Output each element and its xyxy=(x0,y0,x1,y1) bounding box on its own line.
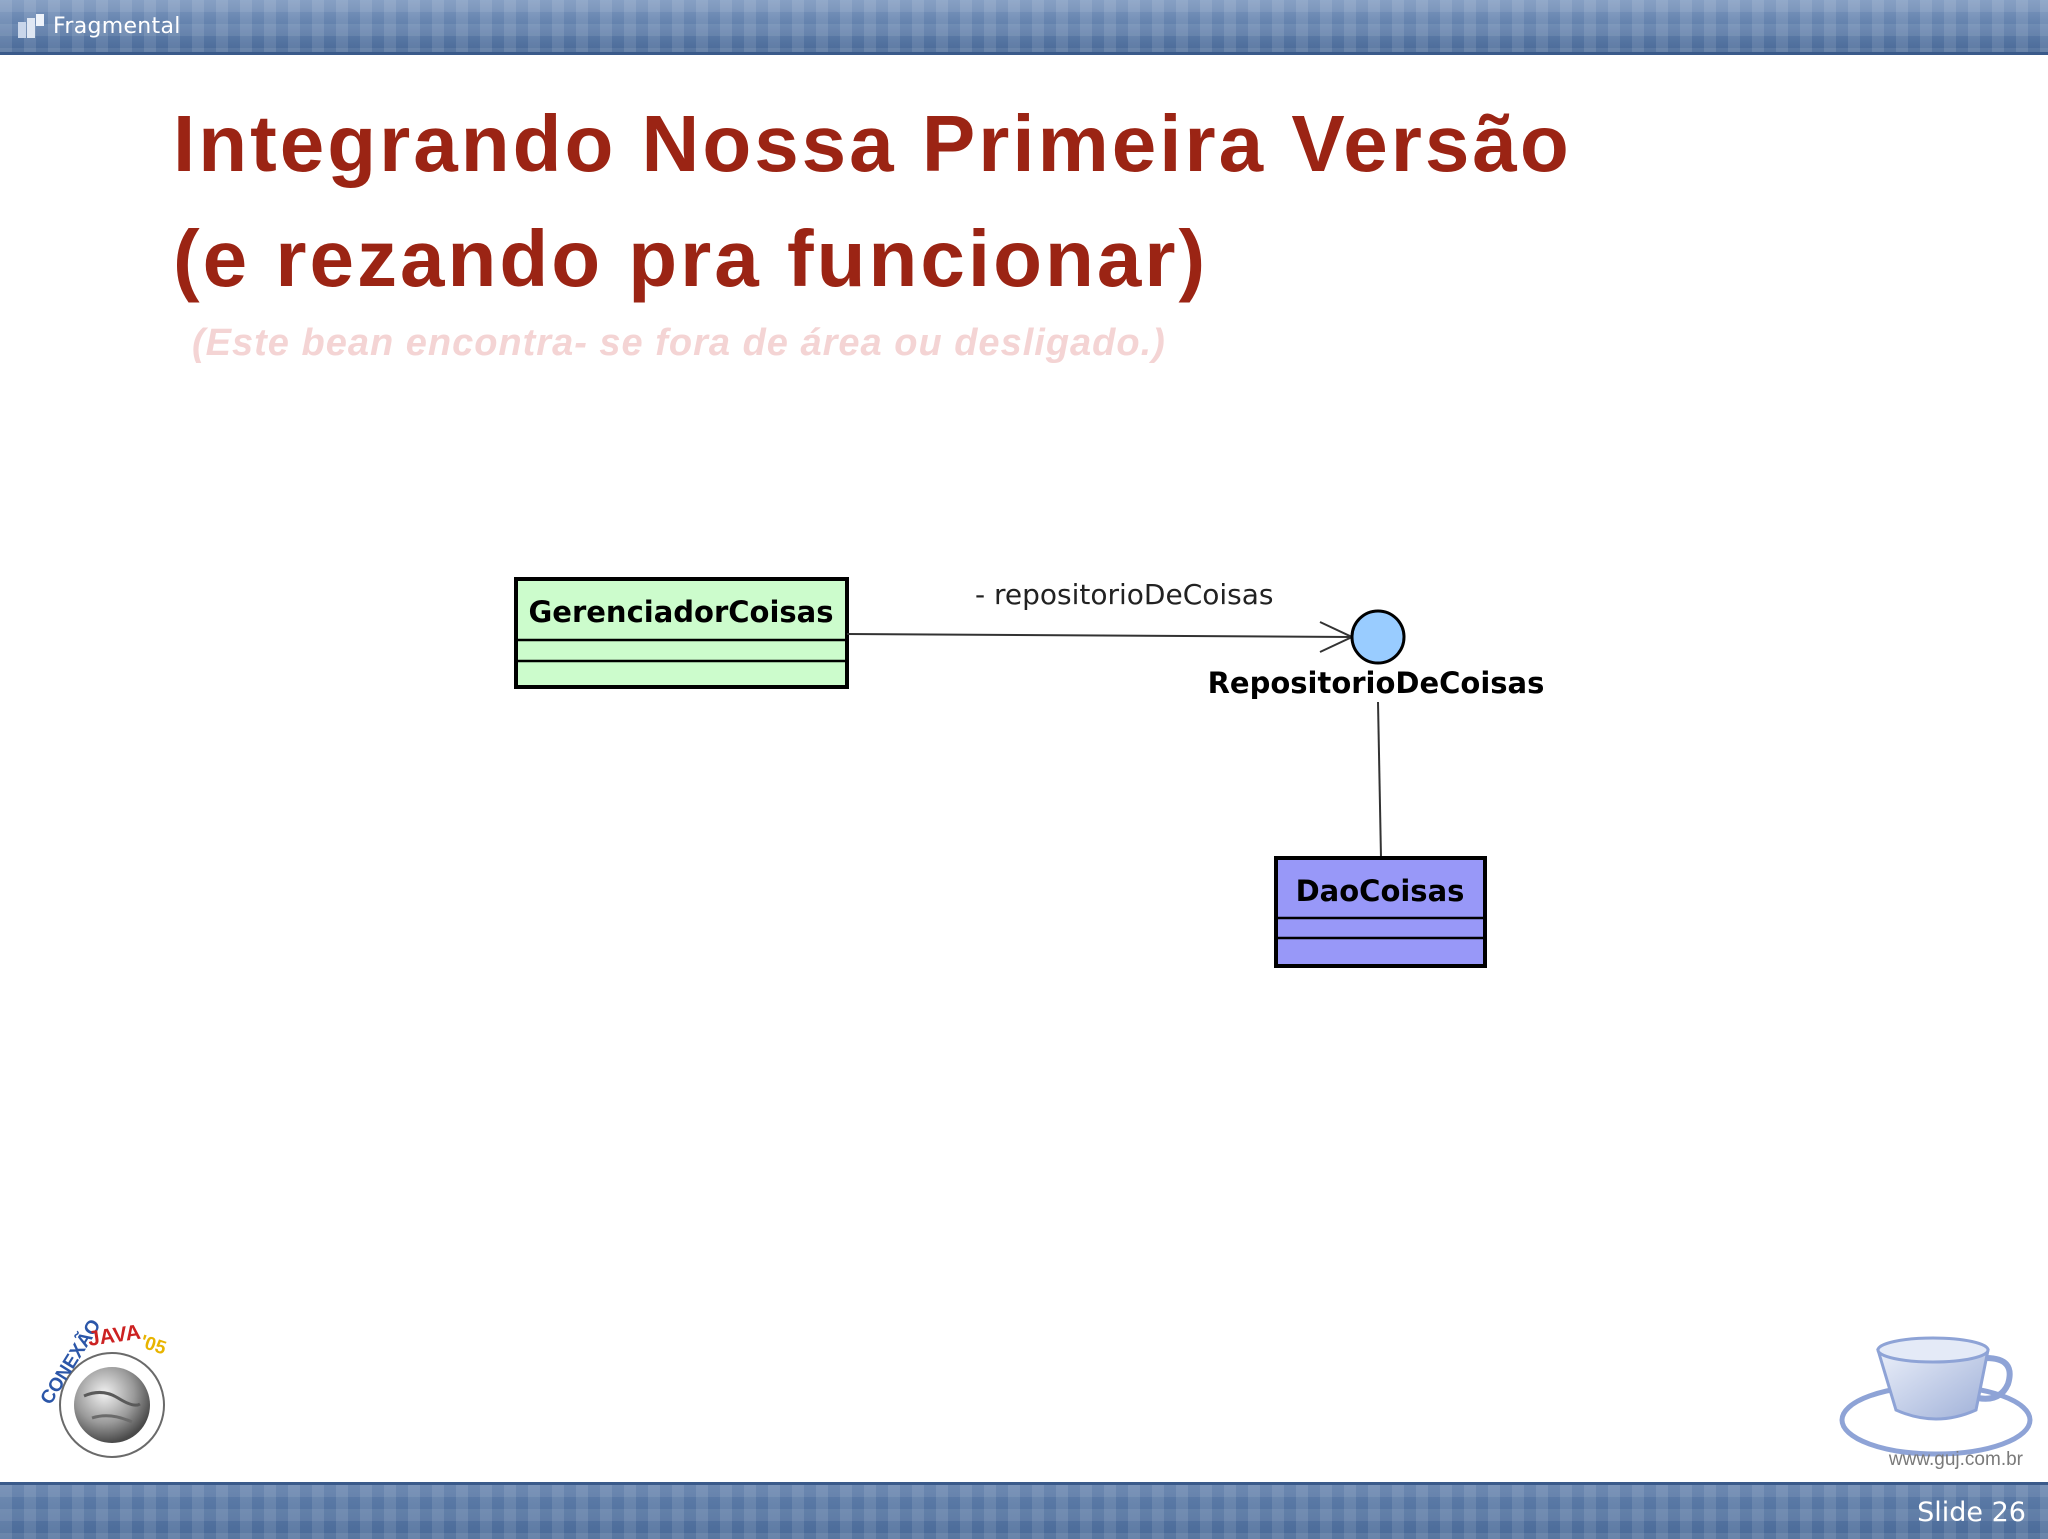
top-bar: Fragmental xyxy=(0,0,2048,55)
slide-subtitle: (Este bean encontra- se fora de área ou … xyxy=(192,322,1166,364)
bottom-bar-pattern xyxy=(0,1485,2048,1539)
brand-name: Fragmental xyxy=(53,14,181,39)
interface-name: RepositorioDeCoisas xyxy=(1208,666,1545,700)
top-bar-pattern xyxy=(0,0,2048,52)
slide-number: Slide 26 xyxy=(1917,1497,2026,1528)
class-name-gerenciadorcoisas: GerenciadorCoisas xyxy=(528,595,833,629)
logo-left-year: '05 xyxy=(138,1331,169,1359)
association-arrow xyxy=(846,621,1355,653)
logo-right-caption: www.guj.com.br xyxy=(1888,1449,2024,1470)
class-box-gerenciadorcoisas: GerenciadorCoisas xyxy=(514,577,849,689)
interface-circle-icon xyxy=(1350,609,1406,665)
slide-title-line2: (e rezando pra funcionar) xyxy=(173,214,1209,303)
association-label: - repositorioDeCoisas xyxy=(975,578,1274,611)
slide-title-line1: Integrando Nossa Primeira Versão xyxy=(173,99,1572,188)
conexao-java-logo: CONEXÃO JAVA '05 xyxy=(36,1318,169,1458)
realization-line xyxy=(1377,701,1382,859)
fragmental-logo-icon xyxy=(18,14,44,38)
bottom-bar: Slide 26 xyxy=(0,1482,2048,1539)
class-box-daocoisas: DaoCoisas xyxy=(1274,856,1487,968)
class-name-daocoisas: DaoCoisas xyxy=(1296,874,1465,908)
guj-coffee-cup-logo: www.guj.com.br xyxy=(1839,1336,2033,1470)
